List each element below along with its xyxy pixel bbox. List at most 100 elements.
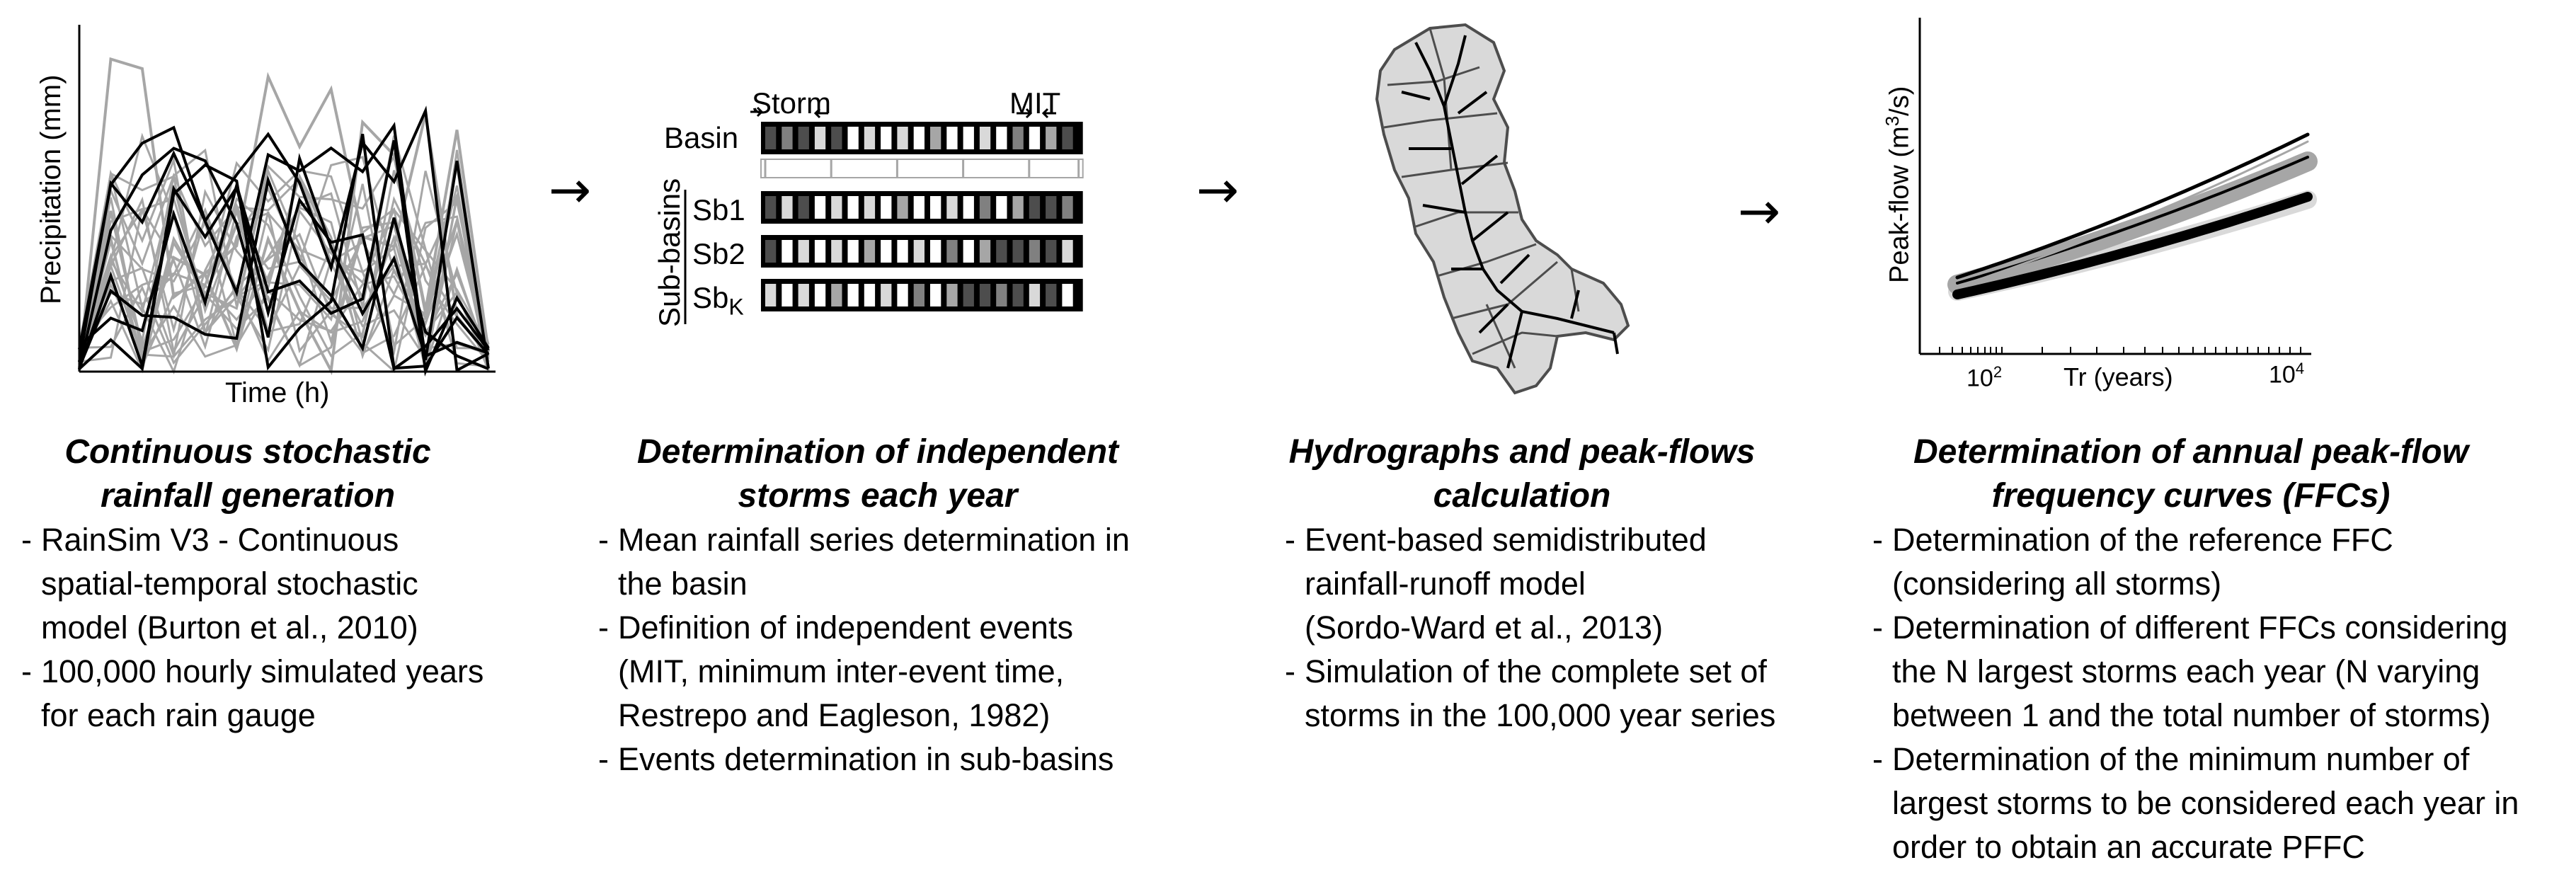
ffc-title: Determination of annual peak-flow freque… (1862, 430, 2520, 518)
flow-arrow-1: → (549, 160, 592, 219)
storms-schematic (684, 106, 1084, 324)
storm-right-arrow (813, 108, 828, 119)
ffc-xtick-2: 104 (2269, 360, 2305, 389)
storm-cell (831, 240, 842, 263)
storm-left-arrow (750, 106, 764, 117)
rainfall-series-line (78, 172, 490, 360)
rainfall-y-axis-label: Precipitation (mm) (35, 74, 67, 304)
ffc-curve (1956, 140, 2309, 288)
rainfall-series-line (78, 200, 490, 374)
storm-cell (765, 240, 777, 263)
hydrographs-title-line2: calculation (1433, 477, 1611, 515)
storm-cell (1062, 127, 1073, 149)
ffc-x-ticks (1939, 347, 2301, 354)
storm-cell (979, 284, 991, 306)
basin-subbasin-separator (760, 159, 1084, 178)
storm-cell (930, 196, 941, 219)
storm-cell (1012, 127, 1024, 149)
subbasins-label: Sub-basins (653, 178, 686, 327)
storm-cell (881, 196, 892, 219)
rainfall-series-line (78, 122, 490, 369)
storm-cell (1062, 240, 1073, 263)
storm-cell (963, 127, 974, 149)
storm-cell (913, 196, 925, 219)
storm-cell (1012, 240, 1024, 263)
storm-cell (946, 240, 958, 263)
sb1-label: Sb1 (692, 193, 745, 227)
storm-cell (1012, 196, 1024, 219)
sb2-label: Sb2 (692, 237, 745, 270)
storm-cell (979, 127, 991, 149)
sbk-label: SbK (692, 281, 744, 320)
ffc-bullet: Determination of the minimum number of l… (1872, 738, 2570, 869)
rainfall-series-line (78, 140, 490, 377)
storm-cell (913, 127, 925, 149)
storm-cell (798, 127, 809, 149)
storm-cell (831, 127, 842, 149)
hydrographs-bullet: Event-based semidistributed rainfall-run… (1285, 518, 1837, 650)
storm-cell (1029, 127, 1041, 149)
storm-cell (814, 284, 826, 306)
rainfall-series-line (78, 132, 489, 368)
rainfall-bullet: RainSim V3 - Continuous spatial-temporal… (21, 518, 531, 650)
storm-cell (913, 284, 925, 306)
storm-cell (864, 284, 876, 306)
storm-cell (897, 284, 908, 306)
storms-bullet: Definition of independent events (MIT, m… (598, 606, 1186, 738)
ffc-x-axis-label: Tr (years) (2063, 362, 2173, 391)
storm-cell (814, 196, 826, 219)
ffc-bullet: Determination of different FFCs consider… (1872, 606, 2570, 738)
storm-cell (782, 284, 793, 306)
storm-cell (1012, 284, 1024, 306)
storm-cell (881, 240, 892, 263)
storm-cell (847, 284, 859, 306)
storm-cell (798, 240, 809, 263)
rainfall-title-line1: Continuous stochastic (64, 433, 431, 471)
rainfall-bullet: 100,000 hourly simulated years for each … (21, 650, 531, 738)
storm-cell (913, 240, 925, 263)
storm-cell (782, 127, 793, 149)
rainfall-x-axis-label: Time (h) (225, 377, 330, 408)
storm-cell (979, 240, 991, 263)
storm-cell (881, 284, 892, 306)
storm-cell (1062, 196, 1073, 219)
storms-title-line1: Determination of independent (636, 433, 1118, 471)
ffc-title-line1: Determination of annual peak-flow (1913, 433, 2469, 471)
storm-cell (1062, 284, 1073, 306)
basin-map (1375, 23, 1630, 395)
ffc-curves (1947, 132, 2318, 301)
rainfall-series-line (78, 147, 489, 370)
storm-cell (847, 127, 859, 149)
storm-cell (847, 196, 859, 219)
storm-cell (1029, 240, 1041, 263)
storm-cell (963, 240, 974, 263)
storm-label: Storm (752, 86, 832, 120)
ffc-curve (1952, 192, 2313, 299)
storm-cell (798, 196, 809, 219)
rainfall-title: Continuous stochastic rainfall generatio… (14, 430, 481, 518)
rainfall-series-line (78, 183, 490, 372)
storms-bullet: Mean rainfall series determination in th… (598, 518, 1186, 606)
storm-cell (798, 284, 809, 306)
river-network (1401, 35, 1619, 369)
rainfall-bullets: RainSim V3 - Continuous spatial-temporal… (21, 518, 531, 738)
ffc-chart (1918, 18, 2318, 355)
rainfall-series-line (78, 175, 489, 371)
hydrographs-bullets: Event-based semidistributed rainfall-run… (1285, 518, 1837, 738)
storm-cell (814, 127, 826, 149)
storm-cell (963, 196, 974, 219)
storm-cell (782, 240, 793, 263)
storms-title: Determination of independent storms each… (595, 430, 1161, 518)
storm-cell (864, 127, 876, 149)
ffc-bullets: Determination of the reference FFC (cons… (1872, 518, 2570, 869)
rainfall-series-line (78, 105, 489, 373)
storms-title-line2: storms each year (738, 477, 1018, 515)
ffc-curve (1955, 166, 2310, 292)
hydrographs-title-line1: Hydrographs and peak-flows (1288, 433, 1756, 471)
flow-arrow-2: → (1196, 160, 1240, 219)
mit-label: MIT (1009, 86, 1061, 120)
storm-cell (996, 284, 1007, 306)
storm-cell (1029, 284, 1041, 306)
storm-cell (979, 196, 991, 219)
storm-cell (930, 127, 941, 149)
